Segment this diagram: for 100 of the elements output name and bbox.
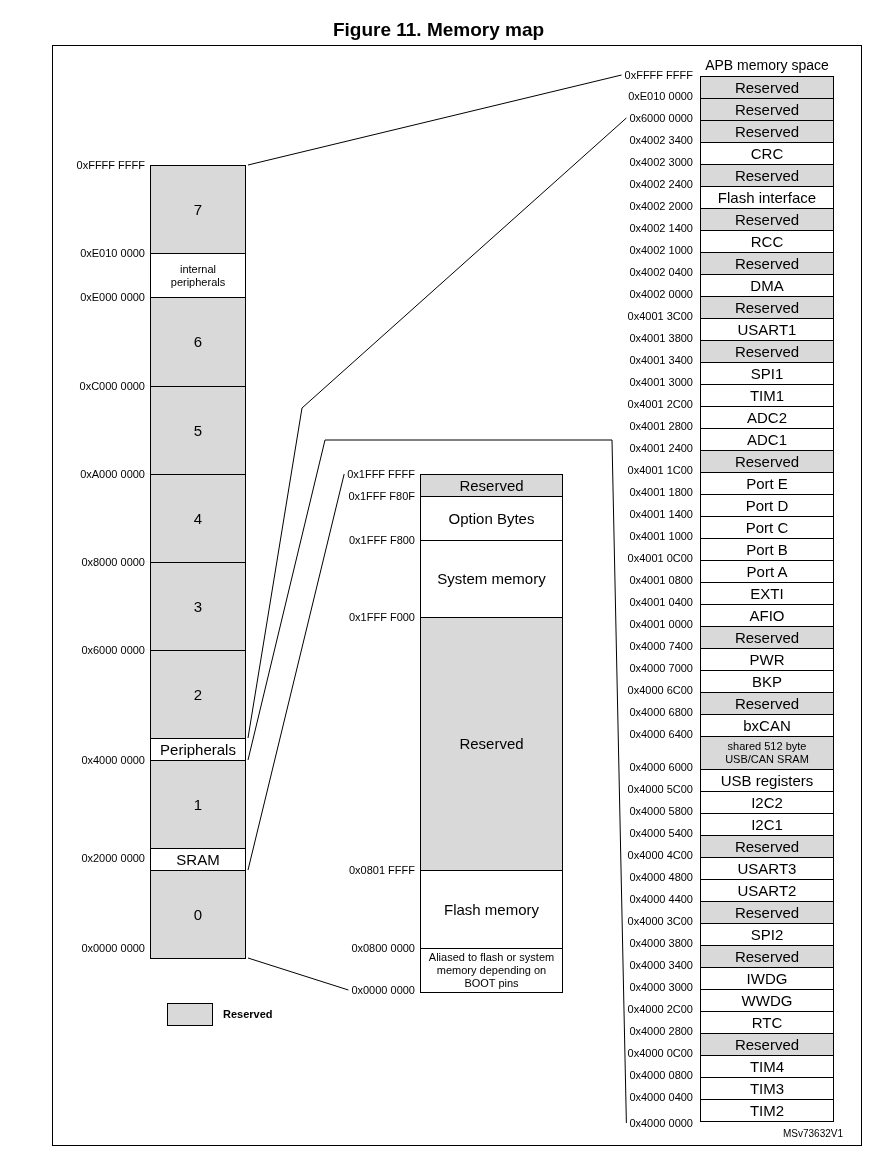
reserved-region — [150, 760, 246, 849]
region-label: 1 — [193, 795, 203, 814]
region-label: Peripherals — [160, 740, 236, 759]
address-label: 0xE010 0000 — [628, 89, 693, 103]
region-label: Reserved — [734, 694, 800, 713]
region-label: I2C1 — [751, 815, 783, 834]
address-label: 0x4001 2C00 — [627, 397, 693, 411]
region-label: 3 — [193, 597, 203, 616]
region-label: USB registers — [720, 771, 814, 790]
address-label: 0x4000 0000 — [629, 1116, 693, 1130]
memory-region — [700, 648, 834, 671]
memory-region — [700, 560, 834, 583]
address-label: 0x4001 2400 — [629, 441, 693, 455]
memory-region — [420, 948, 563, 993]
figure-id: MSv73632V1 — [783, 1128, 844, 1140]
reserved-region — [700, 252, 834, 275]
region-label: Reserved — [734, 628, 800, 647]
reserved-region — [700, 98, 834, 121]
address-label: 0x4001 2800 — [629, 419, 693, 433]
address-label: 0x4000 4800 — [629, 870, 693, 884]
region-label: CRC — [750, 144, 784, 163]
address-label: 0x4000 6400 — [629, 727, 693, 741]
memory-region — [700, 406, 834, 429]
reserved-region — [700, 626, 834, 649]
region-label: RCC — [750, 232, 784, 251]
address-label: 0x4002 1400 — [629, 221, 693, 235]
address-label: 0x4000 5400 — [629, 826, 693, 840]
memory-region — [700, 714, 834, 737]
memory-region — [700, 1011, 834, 1034]
address-label: 0x1FFF F000 — [348, 610, 415, 624]
address-label: 0x4002 0400 — [629, 265, 693, 279]
address-label: 0x2000 0000 — [81, 851, 145, 865]
region-label: RTC — [751, 1013, 783, 1032]
region-label: SRAM — [176, 850, 220, 869]
reserved-region — [420, 617, 563, 871]
reserved-region — [150, 562, 246, 651]
address-label: 0x4000 7400 — [629, 639, 693, 653]
address-label: 0x4000 4C00 — [627, 848, 693, 862]
region-label: Reserved — [734, 342, 800, 361]
reserved-region — [150, 386, 246, 475]
region-label: USART3 — [737, 859, 797, 878]
reserved-region — [420, 474, 563, 497]
address-label: 0x4002 3000 — [629, 155, 693, 169]
address-label: 0xA000 0000 — [80, 467, 145, 481]
memory-region — [420, 540, 563, 618]
region-label: PWR — [749, 650, 785, 669]
address-label: 0x4000 3400 — [629, 958, 693, 972]
zoom-line — [247, 473, 345, 871]
address-label: 0xFFFF FFFF — [76, 158, 145, 172]
region-label: Port E — [746, 474, 788, 493]
region-label: Reserved — [734, 100, 800, 119]
region-label: EXTI — [750, 584, 784, 603]
address-label: 0x4000 6800 — [629, 705, 693, 719]
region-label: 2 — [193, 685, 203, 704]
address-label: 0x4001 0800 — [629, 573, 693, 587]
address-label: 0x6000 0000 — [629, 111, 693, 125]
address-label: 0x4000 5C00 — [627, 782, 693, 796]
memory-region — [700, 604, 834, 627]
region-label: 7 — [193, 200, 203, 219]
region-label: TIM3 — [749, 1079, 785, 1098]
address-label: 0x4000 2800 — [629, 1024, 693, 1038]
memory-region — [150, 738, 246, 761]
region-label: bxCAN — [743, 716, 791, 735]
memory-region — [700, 494, 834, 517]
address-label: 0x4000 3800 — [629, 936, 693, 950]
reserved-region — [700, 76, 834, 99]
region-label: Port B — [746, 540, 788, 559]
address-label: 0x4000 6C00 — [627, 683, 693, 697]
address-label: 0x4001 1000 — [629, 529, 693, 543]
memory-region — [700, 967, 834, 990]
zoom-line — [247, 439, 627, 1124]
region-label: System memory — [437, 570, 546, 588]
memory-region — [700, 318, 834, 341]
address-label: 0x4000 3000 — [629, 980, 693, 994]
memory-region — [700, 516, 834, 539]
region-label: Reserved — [734, 1035, 800, 1054]
address-label: 0x4000 0400 — [629, 1090, 693, 1104]
memory-region — [150, 848, 246, 871]
region-label: Port D — [745, 496, 789, 515]
address-label: 0x4001 0400 — [629, 595, 693, 609]
address-label: 0x4000 0000 — [81, 753, 145, 767]
address-label: 0x4000 5800 — [629, 804, 693, 818]
address-label: 0x0800 0000 — [351, 941, 415, 955]
address-label: 0x1FFF F80F — [348, 489, 415, 503]
column-heading: APB memory space — [704, 56, 830, 74]
memory-region — [700, 1055, 834, 1078]
address-label: 0x4000 4400 — [629, 892, 693, 906]
address-label: 0x8000 0000 — [81, 555, 145, 569]
region-label: Option Bytes — [448, 509, 535, 528]
memory-region — [700, 582, 834, 605]
address-label: 0x4002 2400 — [629, 177, 693, 191]
address-label: 0x4000 7000 — [629, 661, 693, 675]
region-label: USART1 — [737, 320, 797, 339]
region-label: Reserved — [459, 735, 524, 753]
memory-region — [700, 989, 834, 1012]
region-label: ADC1 — [747, 430, 787, 449]
memory-region — [700, 1099, 834, 1122]
address-label: 0x4000 6000 — [629, 760, 693, 774]
address-label: 0xFFFF FFFF — [624, 68, 693, 82]
memory-region — [700, 362, 834, 385]
